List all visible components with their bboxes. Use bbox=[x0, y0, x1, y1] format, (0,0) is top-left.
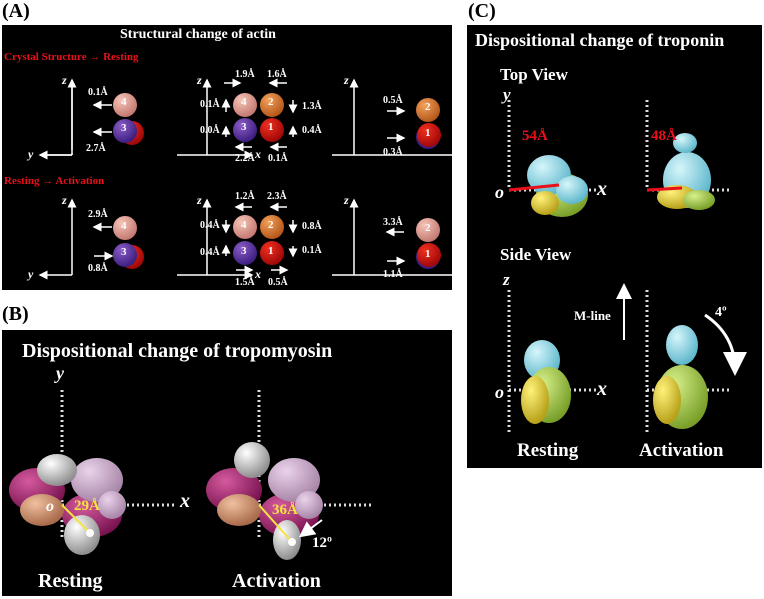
resting-label: Resting bbox=[517, 440, 579, 461]
subdomain-1-label: 1 bbox=[268, 121, 274, 133]
troponin-side-activation-model bbox=[653, 325, 708, 429]
subdomain-1-label: 1 bbox=[425, 248, 431, 260]
top-view-label: Top View bbox=[500, 65, 568, 84]
panel-a: Structural change of actin Crystal Struc… bbox=[2, 25, 452, 290]
shift-value: 0.8Å bbox=[88, 263, 108, 274]
troponin-top-activation-model bbox=[657, 133, 715, 210]
distance-activation: 48Å bbox=[651, 128, 677, 144]
troponin-side-resting-model bbox=[521, 340, 571, 424]
shift-value: 0.1Å bbox=[200, 99, 220, 110]
section-resting-activation: Resting → Activation bbox=[4, 175, 105, 187]
row2-spheres bbox=[113, 215, 441, 269]
z-axis-label: z bbox=[197, 73, 202, 87]
panel-c-title: Dispositional change of troponin bbox=[475, 30, 725, 50]
shift-value: 1.5Å bbox=[235, 277, 255, 288]
m-line-label: M-line bbox=[574, 308, 611, 323]
y-axis-label: y bbox=[28, 267, 34, 281]
subdomain-3-label: 3 bbox=[241, 245, 247, 257]
subdomain-1-label: 1 bbox=[268, 245, 274, 257]
subdomain-4-label: 4 bbox=[121, 220, 127, 232]
x-axis-label: x bbox=[597, 378, 607, 400]
shift-value: 0.1Å bbox=[302, 245, 322, 256]
subdomain-4-label: 4 bbox=[241, 96, 247, 108]
shift-value: 2.7Å bbox=[86, 143, 106, 154]
subdomain-2-label: 2 bbox=[268, 96, 274, 108]
shift-value: 2.3Å bbox=[267, 191, 287, 202]
panel-b-title: Dispositional change of tropomyosin bbox=[22, 340, 333, 362]
rotation-angle: 12º bbox=[312, 535, 332, 551]
subdomain-3-label: 3 bbox=[121, 246, 127, 258]
subdomain-4-label: 4 bbox=[241, 219, 247, 231]
activation-label: Activation bbox=[639, 440, 724, 461]
panel-a-graphics bbox=[38, 78, 452, 280]
origin-label: o bbox=[495, 382, 504, 402]
y-axis-label: y bbox=[503, 85, 511, 104]
shift-value: 0.4Å bbox=[200, 247, 220, 258]
subdomain-2-label: 2 bbox=[425, 222, 431, 234]
shift-value: 0.0Å bbox=[200, 125, 220, 136]
shift-value: 0.4Å bbox=[200, 220, 220, 231]
panel-c-letter: (C) bbox=[468, 0, 496, 22]
activation-label: Activation bbox=[232, 570, 321, 592]
panel-b-letter: (B) bbox=[2, 303, 29, 325]
shift-value: 0.1Å bbox=[268, 153, 288, 164]
origin-label: o bbox=[495, 182, 504, 202]
shift-value: 0.1Å bbox=[88, 87, 108, 98]
shift-value: 2.2Å bbox=[235, 153, 255, 164]
shift-value: 1.2Å bbox=[235, 191, 255, 202]
panel-c: Dispositional change of troponin Top Vie… bbox=[467, 25, 762, 468]
z-axis-label: z bbox=[197, 193, 202, 207]
side-view-label: Side View bbox=[500, 245, 572, 264]
origin-label: o bbox=[46, 498, 54, 515]
shift-value: 1.9Å bbox=[235, 69, 255, 80]
x-axis-label: x bbox=[597, 178, 607, 200]
panel-c-graphics bbox=[507, 100, 747, 435]
distance-resting: 54Å bbox=[522, 128, 548, 144]
distance-resting: 29Å bbox=[74, 498, 100, 514]
subdomain-2-label: 2 bbox=[268, 219, 274, 231]
subdomain-1-label: 1 bbox=[425, 127, 431, 139]
tropomyosin-activation-model bbox=[206, 442, 323, 560]
panel-b-graphics bbox=[9, 390, 374, 560]
shift-value: 3.3Å bbox=[383, 217, 403, 228]
shift-value: 0.8Å bbox=[302, 221, 322, 232]
y-axis-label: y bbox=[28, 147, 34, 161]
panel-b: Dispositional change of tropomyosin y x … bbox=[2, 330, 452, 596]
subdomain-3-label: 3 bbox=[121, 122, 127, 134]
x-axis-label: x bbox=[180, 490, 190, 512]
z-axis-label: z bbox=[344, 193, 349, 207]
z-axis-label: z bbox=[62, 193, 67, 207]
y-axis-label: y bbox=[56, 363, 64, 383]
subdomain-4-label: 4 bbox=[121, 96, 127, 108]
shift-value: 0.5Å bbox=[268, 277, 288, 288]
shift-value: 0.4Å bbox=[302, 125, 322, 136]
z-axis-label: z bbox=[503, 270, 510, 289]
z-axis-label: z bbox=[344, 73, 349, 87]
shift-value: 2.9Å bbox=[88, 209, 108, 220]
troponin-top-resting-model bbox=[527, 155, 588, 217]
row1-spheres bbox=[113, 93, 441, 149]
shift-value: 1.3Å bbox=[302, 101, 322, 112]
x-axis-label: x bbox=[255, 147, 261, 161]
section-crystal-resting: Crystal Structure → Resting bbox=[4, 51, 139, 63]
shift-value: 1.1Å bbox=[383, 269, 403, 280]
subdomain-2-label: 2 bbox=[425, 101, 431, 113]
distance-activation: 36Å bbox=[272, 502, 298, 518]
panel-a-title: Structural change of actin bbox=[120, 27, 276, 42]
shift-value: 1.6Å bbox=[267, 69, 287, 80]
x-axis-label: x bbox=[255, 267, 261, 281]
tropomyosin-resting-model bbox=[9, 454, 126, 555]
rotation-angle: 4º bbox=[715, 305, 727, 320]
shift-value: 0.3Å bbox=[383, 147, 403, 158]
resting-label: Resting bbox=[38, 570, 103, 592]
shift-value: 0.5Å bbox=[383, 95, 403, 106]
panel-a-letter: (A) bbox=[2, 0, 30, 22]
z-axis-label: z bbox=[62, 73, 67, 87]
subdomain-3-label: 3 bbox=[241, 121, 247, 133]
